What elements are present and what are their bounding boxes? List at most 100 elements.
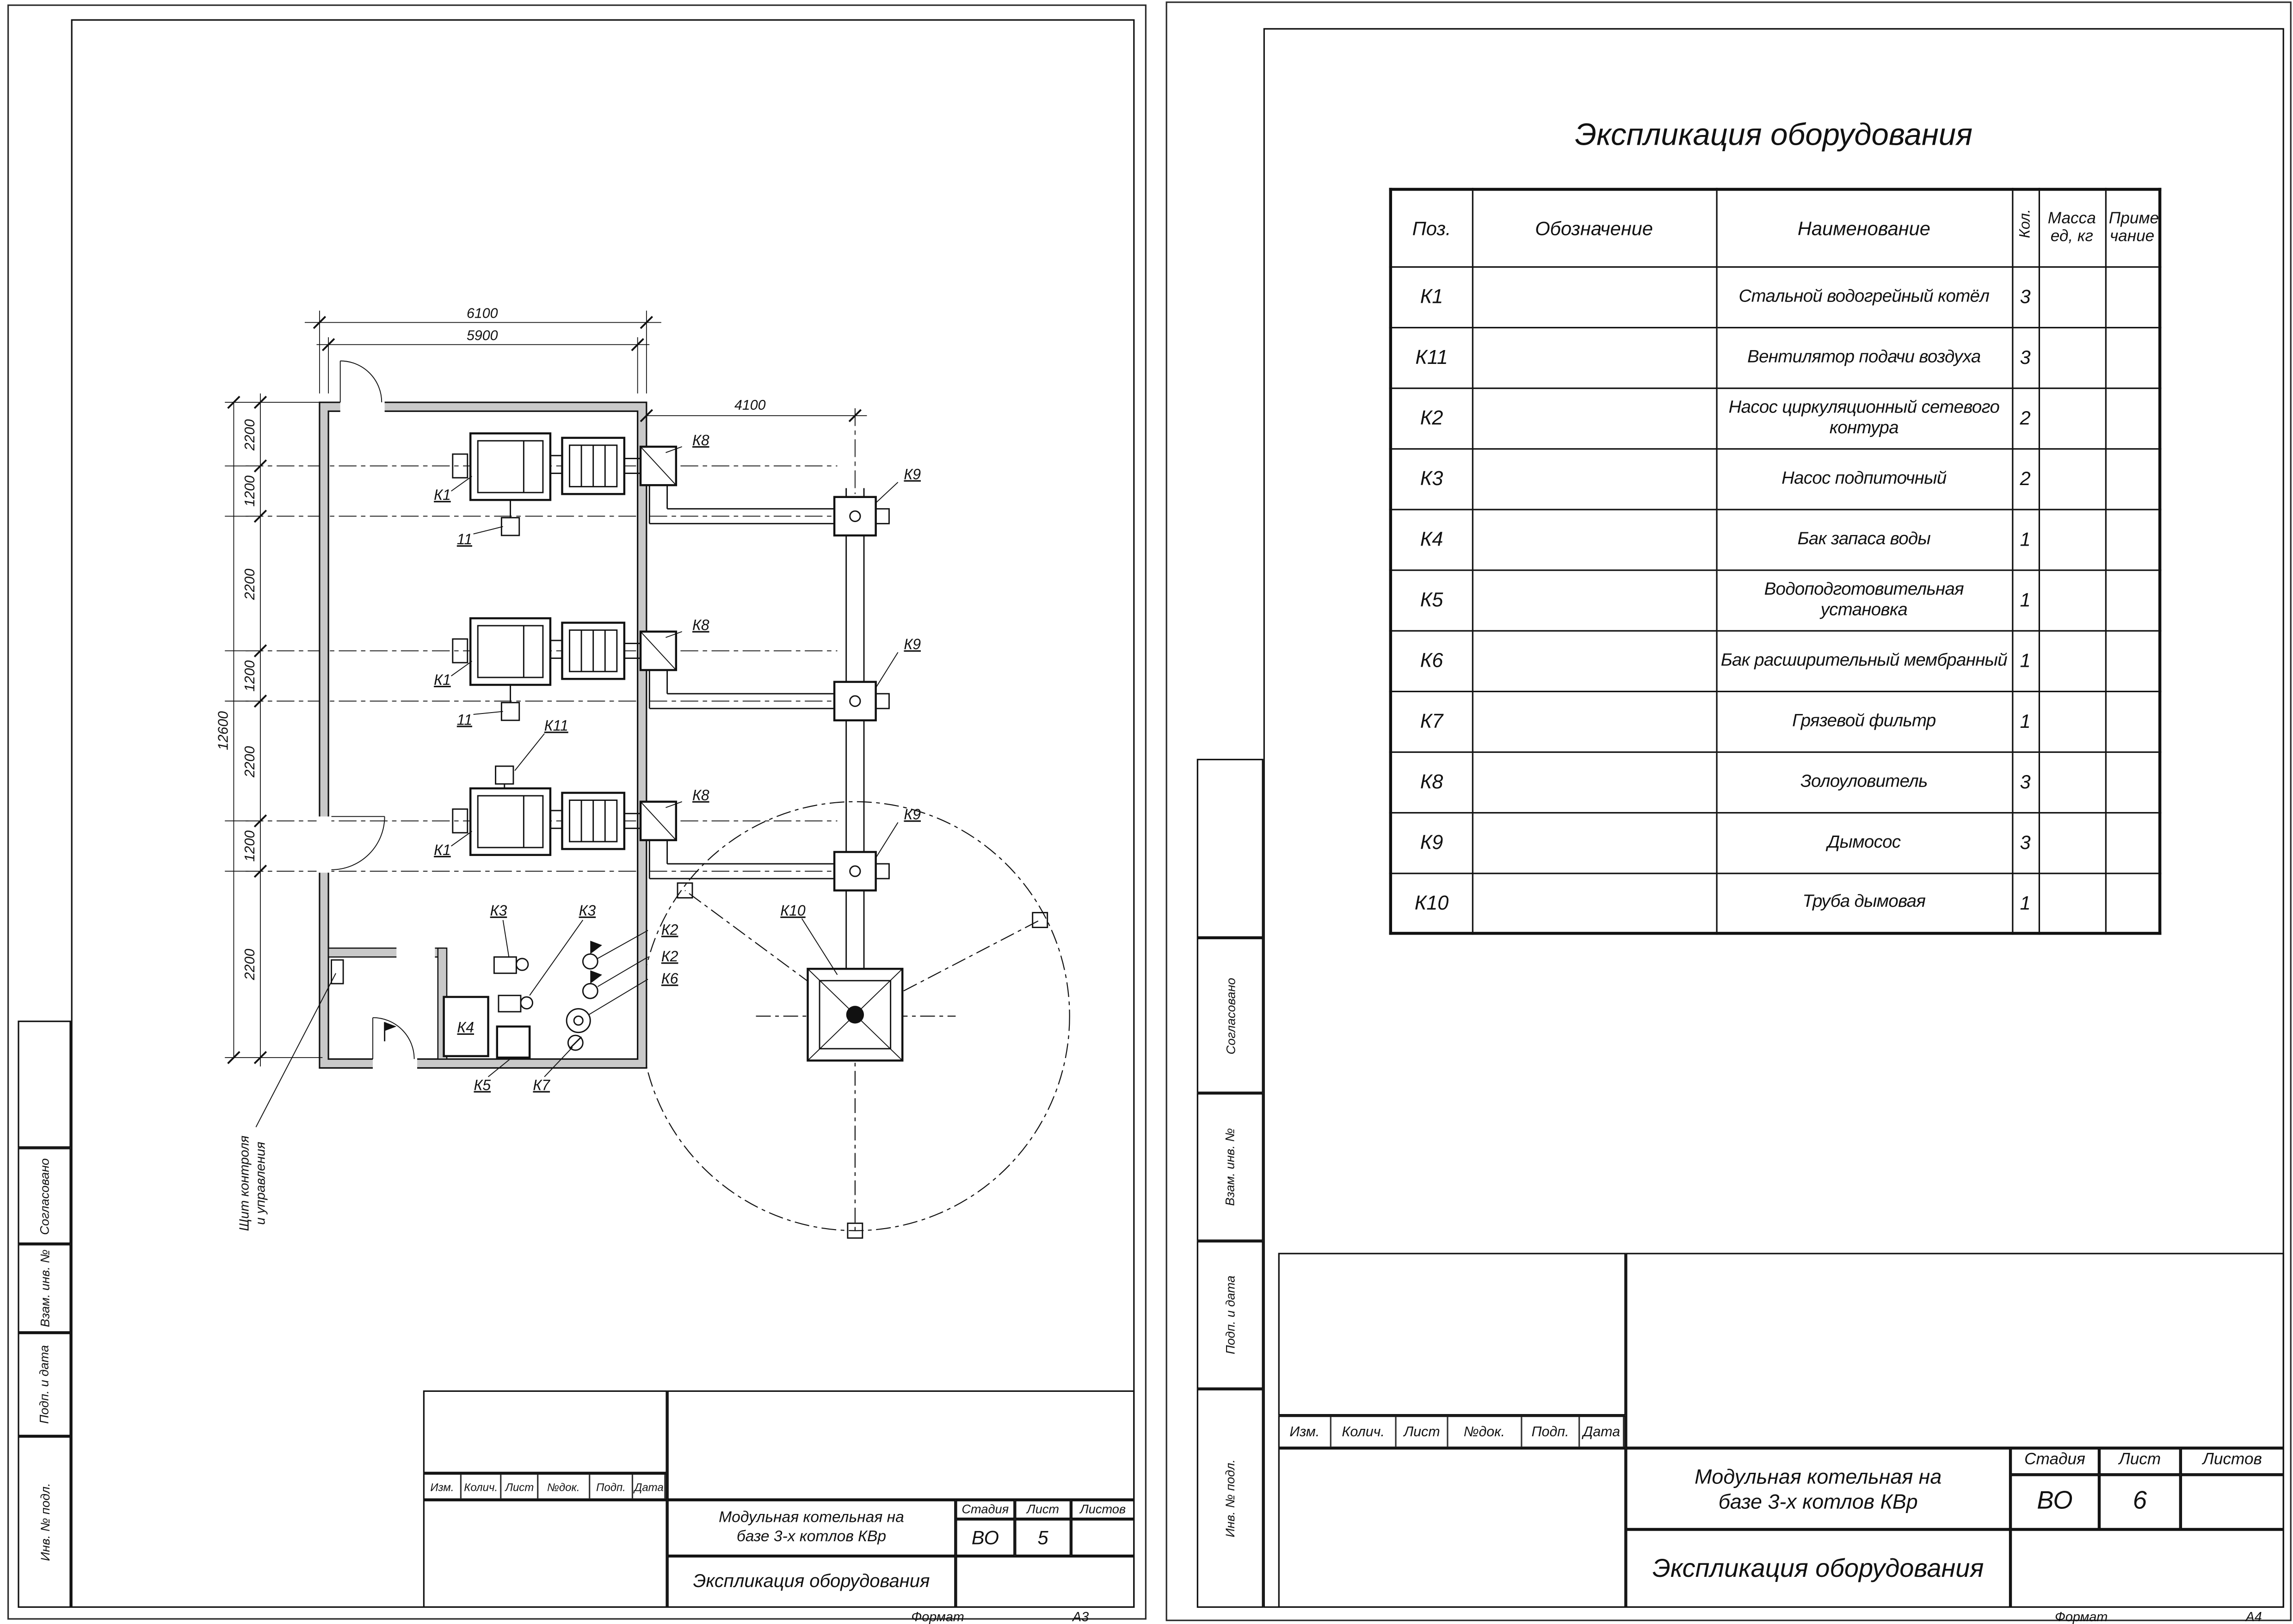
row-mass: [2038, 811, 2106, 874]
stamp-vzam: Взам. инв. №: [1196, 1093, 1264, 1241]
row-qty: 3: [2011, 750, 2040, 813]
row-mass: [2038, 326, 2106, 388]
sheets-total: [2180, 1475, 2284, 1530]
spec-title: Экспликация оборудования: [1575, 118, 1973, 153]
row-name: Вентилятор подачи воздуха: [1715, 326, 2013, 388]
stamp-approved-label: Согласовано: [1222, 977, 1238, 1054]
row-name: Насос подпиточный: [1715, 447, 2013, 510]
label-k1-3: К1: [434, 842, 451, 858]
format-value: А4: [2245, 1609, 2262, 1624]
col-ndok: №док.: [539, 1475, 590, 1499]
designation-cell: [1626, 1253, 2284, 1448]
col-data: Дата: [1580, 1417, 1625, 1447]
project-name-line1: Модульная котельная на: [719, 1509, 904, 1527]
row-designation: [1471, 265, 1717, 328]
row-designation: [1471, 387, 1717, 449]
row-designation: [1471, 872, 1717, 934]
sheets-label-cell: Листов: [2180, 1448, 2284, 1475]
side-stamp: Согласовано Взам. инв. № Подп. и дата Ин…: [1196, 758, 1264, 1608]
label-k8-2: К8: [692, 617, 709, 634]
row-mass: [2038, 690, 2106, 752]
col-izm: Изм.: [1280, 1417, 1331, 1447]
label-k2-1: К2: [661, 922, 678, 938]
label-k6: К6: [661, 970, 678, 987]
row-name: Грязевой фильтр: [1715, 690, 2013, 752]
chimney: [807, 967, 904, 1062]
col-data: Дата: [634, 1475, 666, 1499]
row-pos: К10: [1390, 872, 1473, 934]
row-pos: К6: [1390, 629, 1473, 692]
designation-cell: [667, 1390, 1135, 1500]
row-name: Бак запаса воды: [1715, 508, 2013, 571]
row-name: Бак расширительный мембранный: [1715, 629, 2013, 692]
row-mass: [2038, 750, 2106, 813]
dim-1200-1: 1200: [242, 475, 258, 507]
label-k11-short-1: 11: [457, 531, 472, 547]
revision-grid-top: [1278, 1253, 1626, 1416]
flue-row-3: [624, 802, 889, 891]
label-k8-3: К8: [692, 787, 709, 804]
row-pos: К7: [1390, 690, 1473, 752]
title-block-a4: Изм. Колич. Лист №док. Подп. Дата Модуль…: [1278, 1253, 2284, 1608]
label-k5: К5: [474, 1077, 491, 1093]
boiler-2: [453, 618, 624, 685]
flue-row-1: [624, 447, 889, 535]
row-name: Золоуловитель: [1715, 750, 2013, 813]
row-designation: [1471, 447, 1717, 510]
row-pos: К2: [1390, 387, 1473, 449]
label-k1-1: К1: [434, 486, 451, 503]
hdr-pos: Поз.: [1390, 188, 1473, 267]
dim-2200-4: 2200: [242, 949, 258, 981]
dim-4100: 4100: [734, 397, 766, 413]
label-k10: К10: [780, 902, 806, 919]
org-cell: [2010, 1529, 2284, 1608]
doc-title-cell: Экспликация оборудования: [667, 1556, 956, 1608]
sheets-label-cell: Листов: [1071, 1500, 1135, 1519]
row-name: Дымосос: [1715, 811, 2013, 874]
row-name: Труба дымовая: [1715, 872, 2013, 934]
dimension-top: 6100 5900 4100: [304, 306, 867, 422]
col-kolich: Колич.: [461, 1475, 502, 1499]
row-qty: 2: [2011, 447, 2040, 510]
format-note-a3: Формат А3: [911, 1609, 1089, 1624]
stamp-inv: Инв. № подл.: [18, 1436, 71, 1608]
row-pos: К4: [1390, 508, 1473, 571]
label-k4: К4: [457, 1019, 474, 1036]
side-stamp-grid: [18, 1021, 71, 1148]
row-designation: [1471, 629, 1717, 692]
sheet-label-cell: Лист: [2099, 1448, 2181, 1475]
hdr-name: Наименование: [1715, 188, 2013, 267]
pump-room-equipment: [331, 941, 602, 1059]
main-flue-duct: [845, 488, 865, 969]
stamp-vzam: Взам. инв. №: [18, 1244, 71, 1333]
label-k9-1: К9: [904, 466, 921, 482]
flue-row-2: [624, 632, 889, 720]
row-qty: 1: [2011, 508, 2040, 571]
row-note: [2104, 265, 2161, 328]
boiler-1: [453, 433, 624, 500]
format-value: А3: [1073, 1609, 1089, 1624]
row-name: Водоподготовительная установка: [1715, 568, 2013, 631]
col-list: Лист: [502, 1475, 539, 1499]
hdr-designation: Обозначение: [1471, 188, 1717, 267]
label-k11-short-2: 11: [457, 711, 472, 728]
row-note: [2104, 387, 2161, 449]
stamp-vzam-label: Взам. инв. №: [1222, 1128, 1238, 1206]
row-designation: [1471, 750, 1717, 813]
stamp-podp-label: Подп. и дата: [1222, 1275, 1238, 1354]
dim-1200-2: 1200: [242, 660, 258, 692]
col-podp: Подп.: [590, 1475, 634, 1499]
hdr-qty: Кол.: [2011, 188, 2040, 267]
project-name-line2: базе 3-х котлов КВр: [736, 1528, 887, 1546]
stamp-podp: Подп. и дата: [1196, 1241, 1264, 1389]
sheet-number: 5: [1015, 1519, 1071, 1556]
door-left: [331, 816, 385, 870]
row-note: [2104, 447, 2161, 510]
